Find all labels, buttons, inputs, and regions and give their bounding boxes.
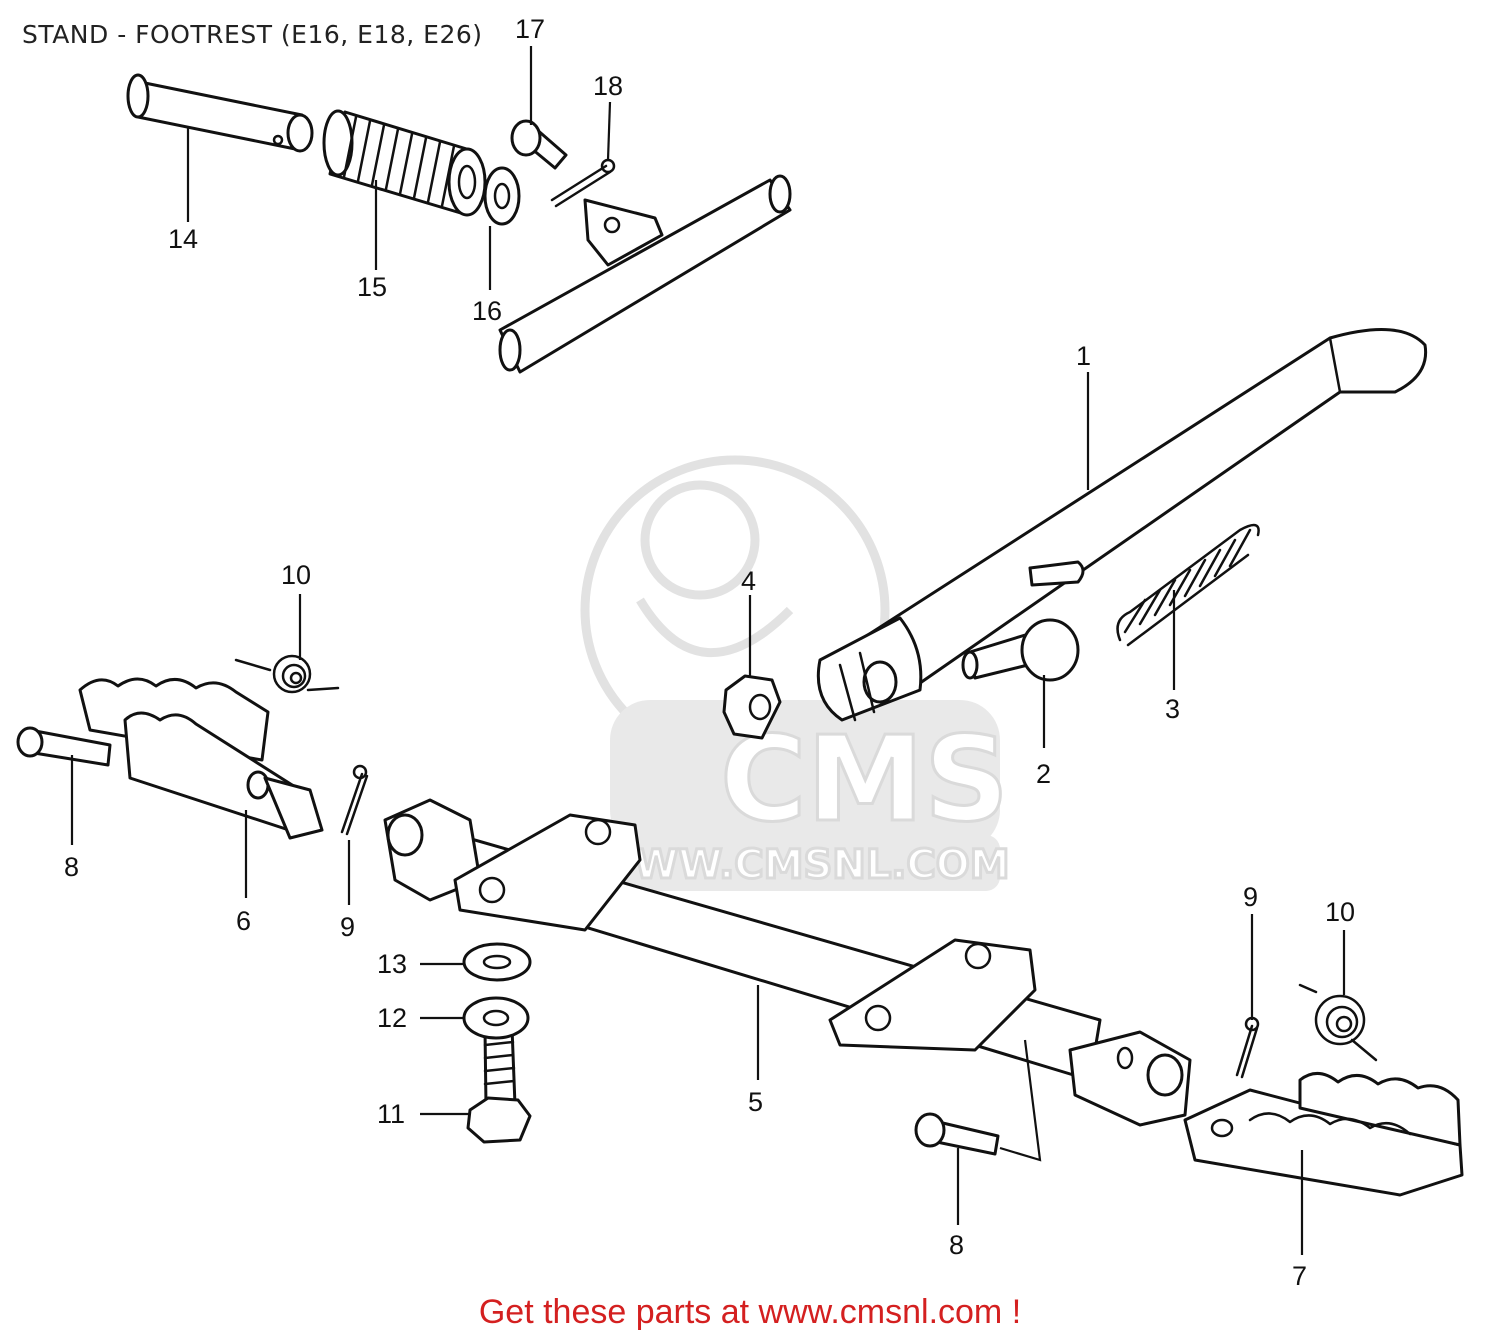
part-1-side-stand [816,328,1428,722]
title: STAND - FOOTREST (E16, E18, E26) [22,20,483,49]
callout-15: 15 [357,272,387,302]
part-17-pin [510,119,568,170]
part-7-right-footrest [1183,1072,1464,1197]
callout-7: 7 [1292,1261,1307,1291]
callout-2: 2 [1036,759,1051,789]
part-15-rubber-grip [322,109,487,217]
callout-14: 14 [168,224,198,254]
part-14-pin [126,73,314,153]
callout-13: 13 [377,949,407,979]
watermark-url: WWW.CMSNL.COM [590,842,1010,888]
frame-tube [498,174,792,374]
callout-17: 17 [515,14,545,44]
part-13-washer [462,942,532,982]
callout-5: 5 [748,1087,763,1117]
callout-1: 1 [1076,341,1091,371]
callout-numbers: 1 2 3 4 5 6 7 8 8 9 9 10 10 11 12 13 14 … [64,14,1355,1291]
callout-8-left: 8 [64,852,79,882]
part-11-bolt [466,1026,532,1144]
callout-18: 18 [593,71,623,101]
callout-10-left: 10 [281,560,311,590]
part-10-spring-right [1298,983,1378,1062]
callout-4: 4 [741,566,756,596]
part-3-spring [1116,523,1260,647]
part-9-cotter-pin-right [1235,1016,1260,1079]
part-18-cotter-pin [550,158,616,208]
callout-16: 16 [472,296,502,326]
callout-6: 6 [236,906,251,936]
part-5-footrest-bar [383,798,1192,1127]
footer-link-text[interactable]: Get these parts at www.cmsnl.com ! [478,1293,1022,1331]
part-8-pin-left [16,726,112,767]
leader-lines [70,46,1346,1255]
part-12-lock-washer [462,996,530,1040]
part-9-cotter-pin-left [340,764,369,836]
callout-11: 11 [377,1099,405,1129]
part-8-pin-right [914,1112,1000,1156]
cms-watermark: CMS WWW.CMSNL.COM [560,455,1011,891]
callout-10-right: 10 [1325,897,1355,927]
part-16-washer [483,166,521,226]
callout-3: 3 [1165,694,1180,724]
part-6-left-footrest [78,677,324,840]
callout-9-right: 9 [1243,882,1258,912]
part-10-spring-left [234,654,340,694]
callout-9-left: 9 [340,912,355,942]
callout-8-right: 8 [949,1230,964,1260]
callout-12: 12 [377,1003,407,1033]
watermark-brand: CMS [720,710,1009,848]
part-2-pivot-bolt [961,618,1080,682]
